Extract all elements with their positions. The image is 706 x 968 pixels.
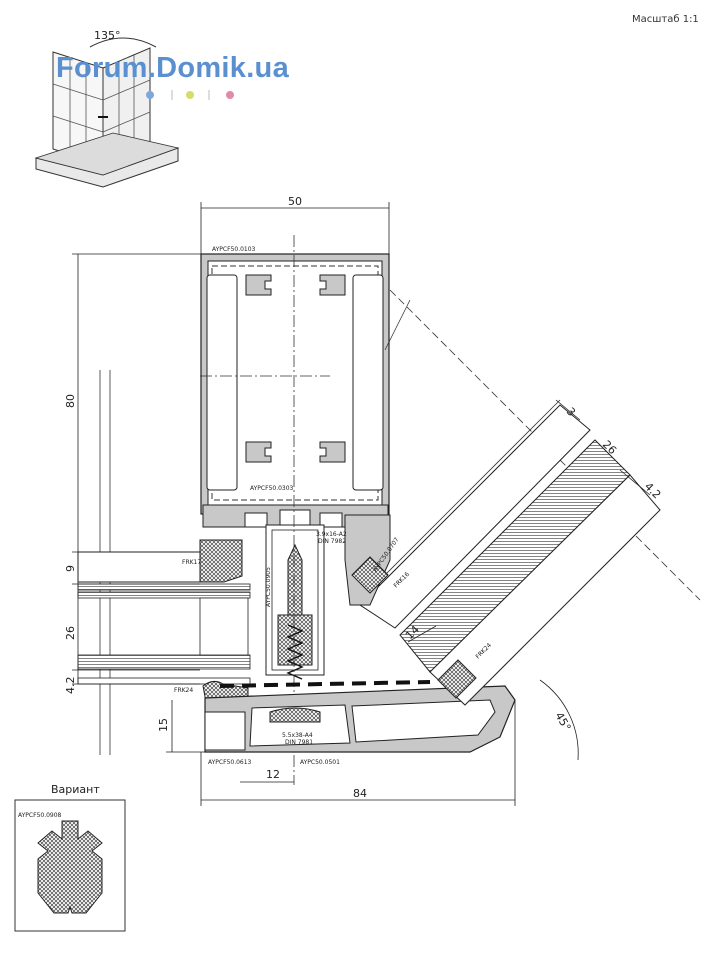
dim-glass-gap: 9 (64, 565, 77, 572)
dim-bottom-offset: 12 (266, 768, 280, 781)
label-screw-bottom-std: DIN 7981 (285, 739, 313, 746)
forum-watermark: Forum.Domik.ua (56, 52, 289, 84)
dot-pink (226, 91, 234, 99)
dim-angle: 45° (552, 710, 573, 733)
variant-label: Вариант (51, 783, 100, 796)
dim-seal-left: 4.2 (64, 677, 77, 695)
label-screw-top: 3.9x16-A2 (316, 531, 347, 538)
label-screw-bottom: 5.5x38-A4 (282, 732, 313, 739)
dot-blue (146, 91, 154, 99)
label-screw-top-std: DIN 7982 (318, 538, 346, 545)
dim-glass-thick-left: 26 (64, 626, 77, 640)
left-glass-unit (77, 370, 251, 755)
dim-height-main: 80 (64, 394, 77, 408)
dim-bottom-left: 15 (157, 718, 170, 732)
dim-width-top: 50 (288, 195, 302, 208)
watermark-dots (146, 90, 234, 100)
dot-yellow (186, 91, 194, 99)
label-vertical-insert: AYPC50.0905 (265, 567, 272, 607)
dim-width-bottom: 84 (353, 787, 367, 800)
dimension-lines (72, 202, 651, 806)
corner-facade-icon: 135° (34, 29, 180, 188)
angle-label: 135° (94, 29, 121, 42)
label-top-profile: AYPCF50.0103 (212, 246, 256, 253)
label-seal-left-top: FRK17 (182, 559, 201, 566)
variant-box: AYPCF50.0908 (14, 799, 126, 932)
variant-part-label: AYPCF50.0908 (18, 812, 62, 819)
label-inner-profile: AYPCF50.0303 (250, 485, 294, 492)
variant-seal-profile (37, 820, 103, 914)
label-bottom-center-part: AYPC50.0501 (300, 759, 340, 766)
pressure-plate (204, 680, 516, 753)
right-glass-unit (344, 289, 701, 706)
scale-label: Масштаб 1:1 (632, 14, 699, 25)
label-bottom-left-part: AYPCF50.0613 (208, 759, 252, 766)
mullion-profile (200, 253, 390, 676)
label-seal-left-bottom: FRK24 (174, 687, 193, 694)
